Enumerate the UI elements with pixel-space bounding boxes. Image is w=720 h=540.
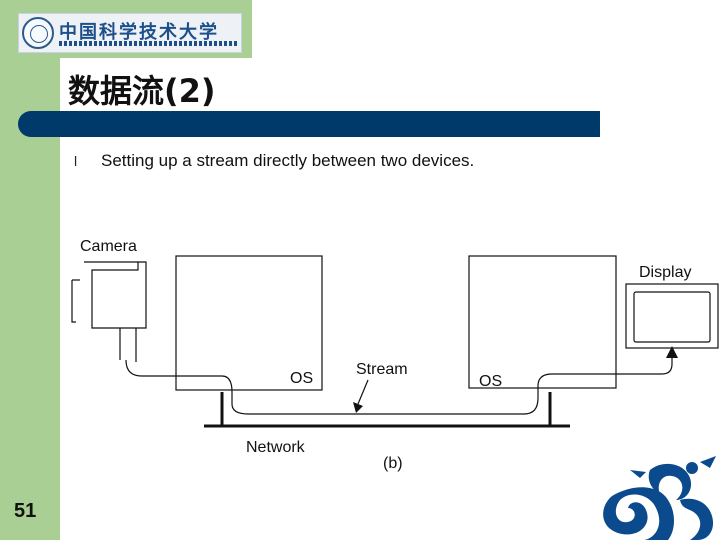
stream-label: Stream — [356, 361, 408, 378]
title-bar — [18, 111, 600, 137]
network-bus — [204, 392, 570, 428]
left-sidebar — [0, 0, 60, 540]
dragon-icon — [603, 456, 716, 540]
os-right-label: OS — [479, 373, 502, 390]
page-number: 51 — [14, 500, 37, 522]
stream-path — [125, 346, 678, 415]
camera-label: Camera — [80, 238, 137, 255]
emblem-icon — [22, 17, 54, 49]
university-logo-icon: 中国科学技术大学 — [18, 13, 242, 53]
os-left-label: OS — [290, 370, 313, 387]
logo-area: 中国科学技术大学 — [0, 0, 252, 58]
display-icon — [625, 283, 719, 349]
network-label: Network — [246, 439, 306, 456]
right-machine-box — [468, 255, 617, 389]
camera-icon — [71, 261, 147, 362]
diagram-caption: (b) — [383, 455, 403, 472]
display-label: Display — [639, 264, 691, 281]
slide-title: 数据流(2) — [68, 72, 216, 110]
bullet-icon: l — [74, 153, 78, 169]
bullet-text: Setting up a stream directly between two… — [101, 151, 475, 170]
logo-text: 中国科学技术大学 — [59, 22, 219, 43]
stream-pointer-arrow — [353, 379, 369, 413]
logo-subtitle-pattern — [59, 41, 237, 46]
left-machine-box — [175, 255, 323, 391]
